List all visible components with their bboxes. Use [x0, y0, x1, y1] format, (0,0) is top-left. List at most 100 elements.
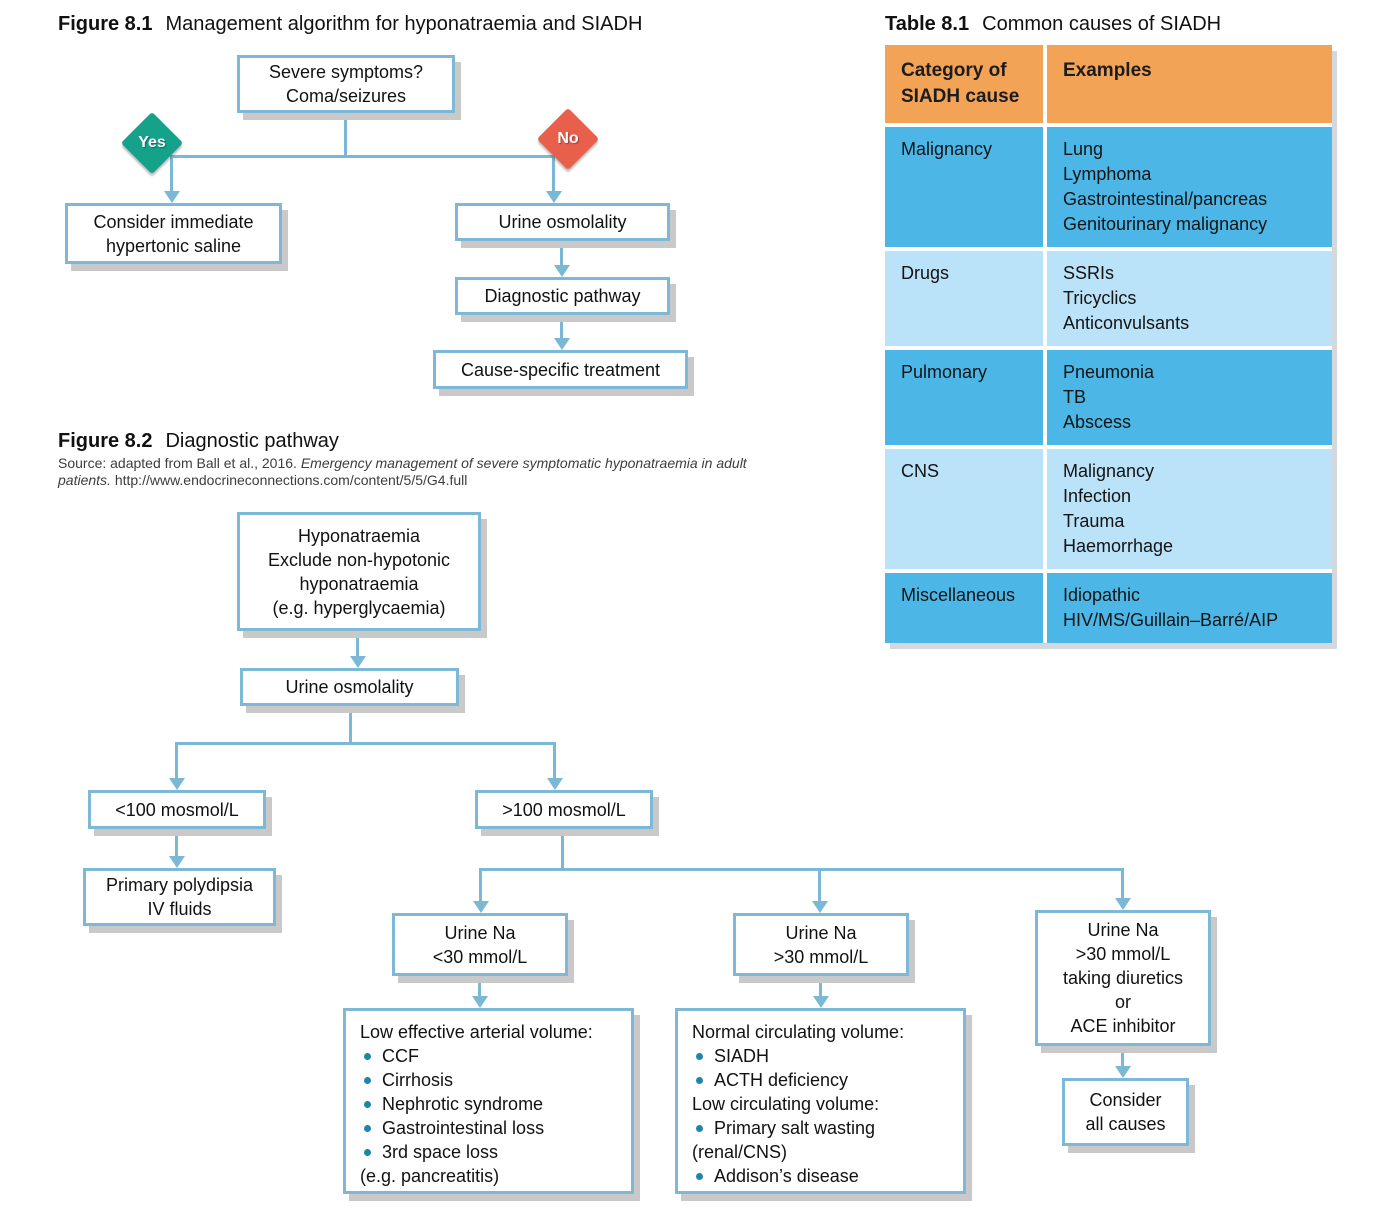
list-item-text: 3rd space loss [382, 1142, 499, 1162]
siadh-causes-table: Category of SIADH cause Examples Maligna… [885, 45, 1332, 643]
arrow-down-icon [554, 338, 570, 350]
list-item: 3rd space loss [360, 1140, 617, 1164]
list-item: Primary salt wasting [692, 1116, 949, 1140]
bullet-icon [696, 1124, 703, 1132]
connector-line [349, 706, 352, 745]
figure1-heading: Figure 8.1 Management algorithm for hypon… [58, 13, 642, 36]
table-row: Pulmonary Pneumonia TB Abscess [885, 350, 1332, 445]
row-examples: Lung Lymphoma Gastrointestinal/pancreas … [1047, 127, 1332, 247]
node-urine-osmolality-fig1: Urine osmolality [455, 203, 670, 241]
node-cause-specific-treatment: Cause-specific treatment [433, 350, 688, 389]
decision-yes-diamond: Yes [129, 120, 175, 166]
list-item-text: Cirrhosis [382, 1070, 454, 1090]
bullet-icon [696, 1052, 703, 1060]
row-examples: Idiopathic HIV/MS/Guillain–Barré/AIP [1047, 573, 1332, 643]
connector-line [170, 155, 555, 158]
arrow-down-icon [169, 856, 185, 868]
bullet-icon [364, 1124, 371, 1132]
list-item: Cirrhosis [360, 1068, 617, 1092]
table-row: Malignancy Lung Lymphoma Gastrointestina… [885, 127, 1332, 247]
table1-title: Common causes of SIADH [982, 13, 1222, 35]
node-consider-hypertonic-saline: Consider immediate hypertonic saline [65, 203, 282, 264]
table-row: Miscellaneous Idiopathic HIV/MS/Guillain… [885, 573, 1332, 643]
column-header-examples: Examples [1047, 45, 1332, 123]
bullet-icon [696, 1076, 703, 1084]
connector-line [553, 742, 556, 780]
connector-line [175, 742, 556, 745]
list-item-text: Addison’s disease [714, 1166, 859, 1186]
source-article-title: Emergency management of severe symptomat… [58, 455, 747, 489]
row-category: CNS [885, 449, 1043, 569]
source-url: http://www.endocrineconnections.com/cont… [110, 472, 468, 489]
bullet-icon [364, 1148, 371, 1156]
no-label: No [557, 130, 579, 147]
column-header-category: Category of SIADH cause [885, 45, 1043, 123]
bullet-icon [696, 1172, 703, 1180]
figure1-label: Figure 8.1 [58, 13, 153, 35]
list-item: Addison’s disease [692, 1164, 949, 1188]
list-item-text: CCF [382, 1046, 419, 1066]
node-diagnostic-pathway: Diagnostic pathway [455, 277, 670, 315]
connector-line [819, 976, 822, 999]
node-urine-na-diuretics: Urine Na >30 mmol/L taking diuretics or … [1035, 910, 1211, 1046]
list-item-text: ACTH deficiency [714, 1070, 849, 1090]
table1-heading: Table 8.1 Common causes of SIADH [885, 13, 1221, 36]
list-title: Normal circulating volume: [692, 1022, 905, 1042]
table-row: Drugs SSRIs Tricyclics Anticonvulsants [885, 251, 1332, 346]
connector-line [560, 315, 563, 340]
list-footnote: (e.g. pancreatitis) [360, 1166, 500, 1186]
yes-label: Yes [138, 134, 166, 151]
connector-line [170, 155, 173, 193]
connector-line [175, 829, 178, 859]
connector-line [818, 868, 821, 904]
arrow-down-icon [812, 901, 828, 913]
figure2-heading: Figure 8.2 Diagnostic pathway [58, 430, 339, 453]
table1-label: Table 8.1 [885, 13, 970, 35]
list-item-text: Gastrointestinal loss [382, 1118, 545, 1138]
figure2-title: Diagnostic pathway [165, 430, 339, 452]
list-footnote: (renal/CNS) [692, 1142, 788, 1162]
node-circulating-volume: Normal circulating volume: SIADH ACTH de… [675, 1008, 966, 1194]
source-text: Source: adapted from Ball et al., 2016. [58, 455, 301, 471]
list-item-text: Primary salt wasting [714, 1118, 876, 1138]
arrow-down-icon [473, 901, 489, 913]
list-title: Low circulating volume: [692, 1094, 880, 1114]
arrow-down-icon [554, 265, 570, 277]
figure2-label: Figure 8.2 [58, 430, 153, 452]
row-examples: Malignancy Infection Trauma Haemorrhage [1047, 449, 1332, 569]
connector-line [552, 155, 555, 193]
list-item-text: Nephrotic syndrome [382, 1094, 544, 1114]
arrow-down-icon [472, 996, 488, 1008]
node-lt100-mosmol: <100 mosmol/L [88, 790, 266, 829]
figure1-title: Management algorithm for hyponatraemia a… [165, 13, 643, 35]
bullet-icon [364, 1100, 371, 1108]
connector-line [356, 631, 359, 659]
arrow-down-icon [169, 778, 185, 790]
arrow-down-icon [813, 996, 829, 1008]
list-item: Nephrotic syndrome [360, 1092, 617, 1116]
node-gt100-mosmol: >100 mosmol/L [475, 790, 653, 829]
node-urine-na-lt30: Urine Na <30 mmol/L [392, 913, 568, 976]
row-examples: Pneumonia TB Abscess [1047, 350, 1332, 445]
bullet-icon [364, 1076, 371, 1084]
list-item: ACTH deficiency [692, 1068, 949, 1092]
decision-no-diamond: No [545, 116, 591, 162]
row-examples: SSRIs Tricyclics Anticonvulsants [1047, 251, 1332, 346]
node-severe-symptoms: Severe symptoms? Coma/seizures [237, 55, 455, 113]
list-item-text: SIADH [714, 1046, 770, 1066]
list-item: SIADH [692, 1044, 949, 1068]
connector-line [561, 829, 564, 871]
arrow-down-icon [1115, 898, 1131, 910]
connector-line [1121, 868, 1124, 901]
row-category: Miscellaneous [885, 573, 1043, 643]
list-item: CCF [360, 1044, 617, 1068]
node-hyponatraemia-exclude: Hyponatraemia Exclude non-hypotonic hypo… [237, 512, 481, 631]
table-header-row: Category of SIADH cause Examples [885, 45, 1332, 123]
row-category: Malignancy [885, 127, 1043, 247]
connector-line [560, 241, 563, 267]
connector-line [344, 112, 347, 158]
connector-line [175, 742, 178, 780]
connector-line [479, 868, 1124, 871]
table-row: CNS Malignancy Infection Trauma Haemorrh… [885, 449, 1332, 569]
node-low-arterial-volume: Low effective arterial volume: CCF Cirrh… [343, 1008, 634, 1194]
